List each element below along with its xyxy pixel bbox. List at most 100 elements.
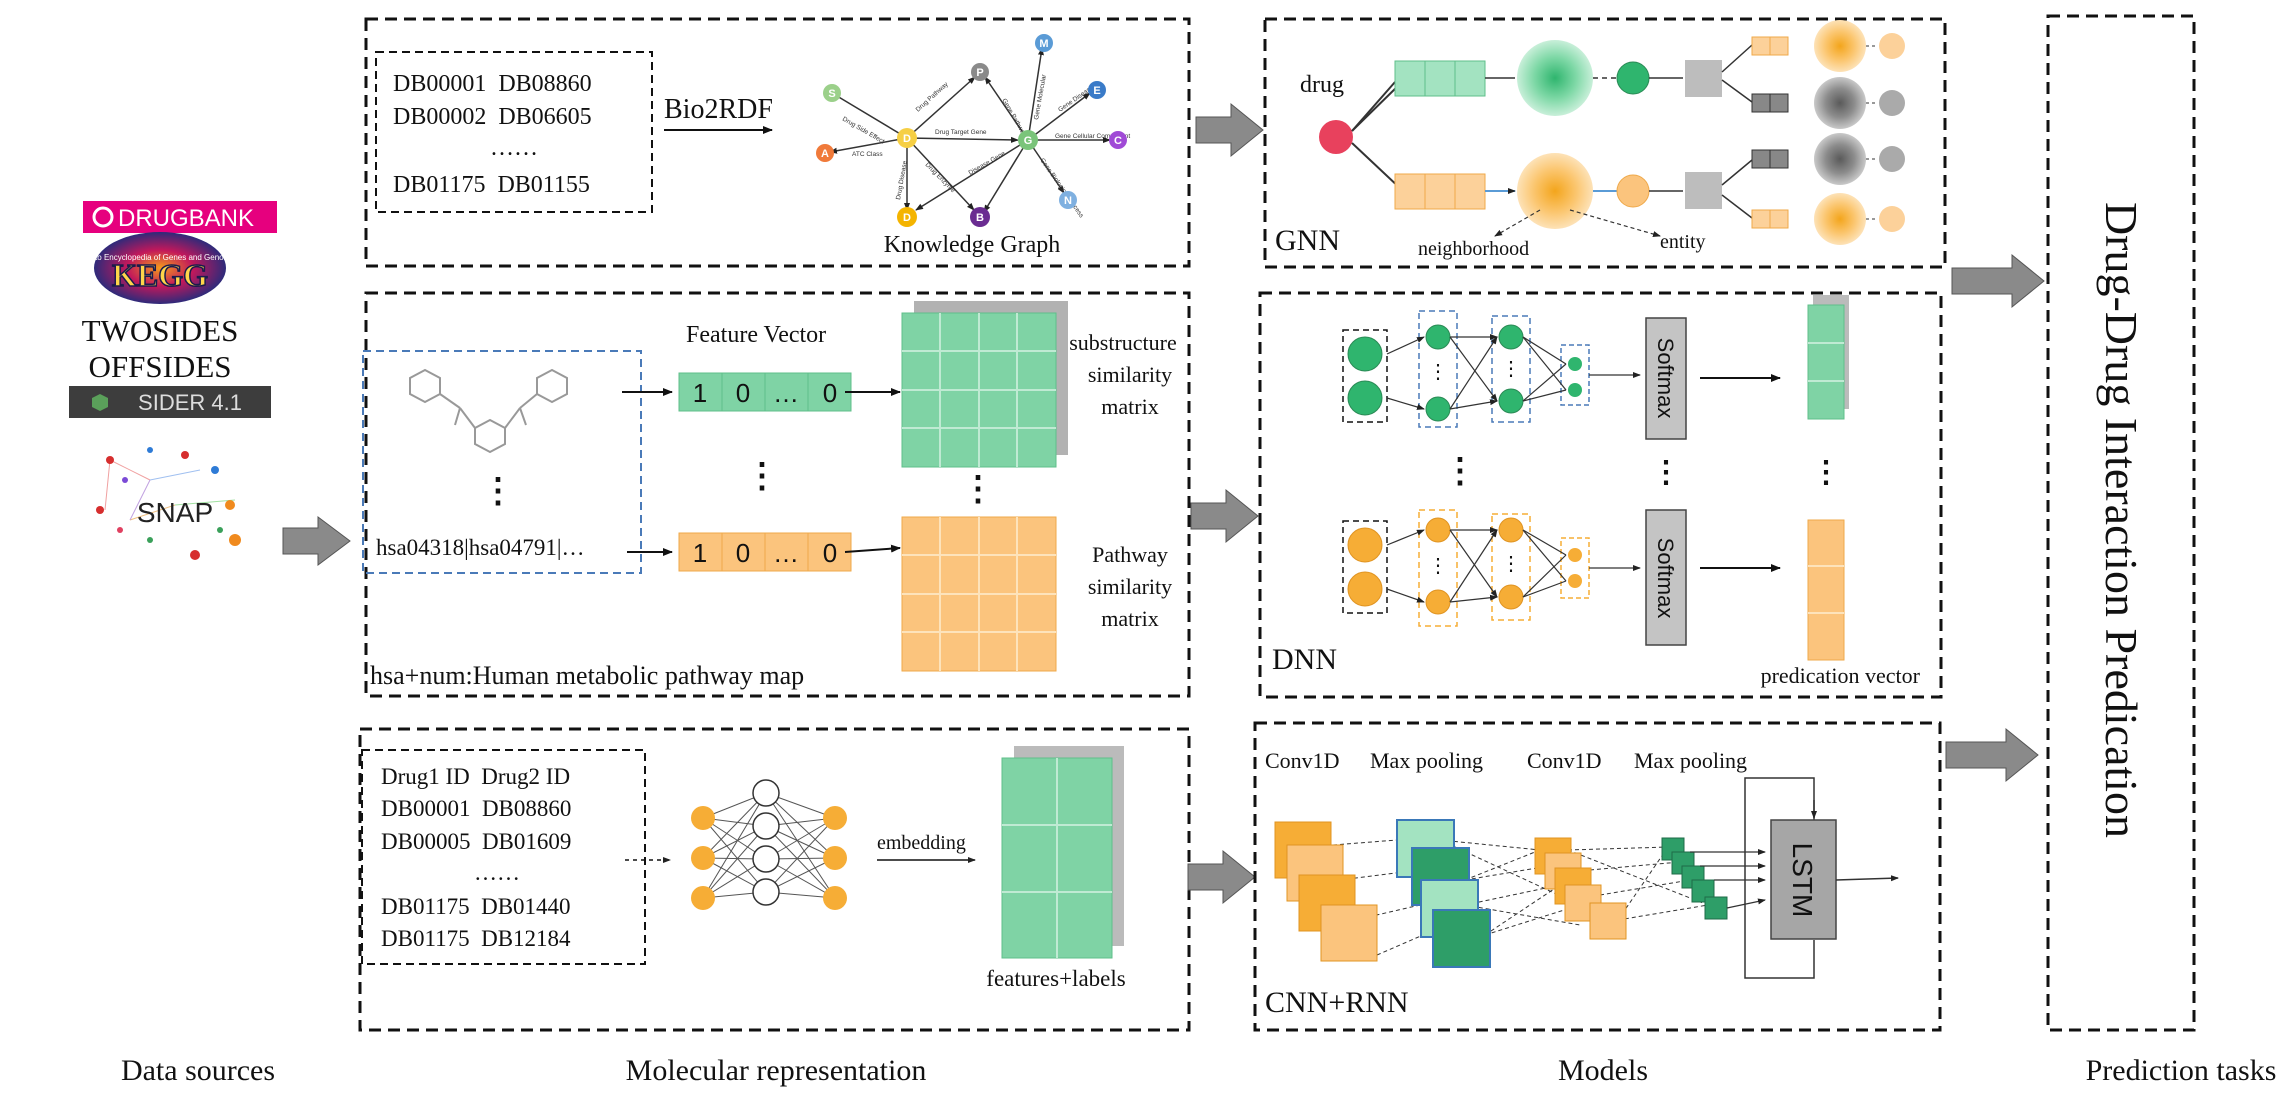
kg-node-letter: S (828, 88, 835, 100)
feature-vector-green: 1 0 … 0 (678, 372, 852, 412)
arrow-embedding-to-cnn (1187, 849, 1256, 905)
features-labels-matrix (1001, 746, 1124, 959)
substructure-label-line-3: matrix (1101, 394, 1158, 419)
feature-vector-orange: 1 0 … 0 (678, 532, 852, 572)
softmax-vdots: ⋮ (1651, 456, 1681, 489)
gnn-gray-block (1685, 172, 1722, 209)
gnn-neighborhood-label: neighborhood (1418, 238, 1529, 260)
gnn-drug-label: drug (1300, 72, 1344, 98)
gnn-drug-node (1319, 120, 1353, 154)
kg-node-atc (816, 144, 834, 162)
vector-cell: … (773, 378, 799, 408)
nn-hidden-node (752, 779, 780, 807)
bio2rdf-label: Bio2RDF (664, 94, 773, 125)
drugbank-logo-mark (92, 206, 114, 228)
kg-node-molecular (1035, 34, 1053, 52)
kegg-logo (94, 232, 226, 304)
dnn-vdots: ⋮ (1501, 358, 1521, 380)
softmax-block-2 (1645, 509, 1687, 646)
gnn-neighbor-row (1751, 193, 1905, 245)
molecule-structure-icon (409, 368, 568, 454)
caption-molecular-representation: Molecular representation (626, 1054, 927, 1087)
caption-data-sources: Data sources (121, 1054, 275, 1087)
cnn-rnn-title: CNN+RNN (1265, 986, 1409, 1019)
pathway-label-line-1: Pathway (1092, 542, 1168, 567)
kg-node-disease (897, 207, 917, 227)
dnn-green-network: ⋮ ⋮ (1342, 310, 1641, 428)
kg-node-letter: C (1114, 135, 1122, 147)
vector-cell: … (773, 538, 799, 568)
knowledge-graph: Drug Side Effect ATC Class Drug Pathway … (816, 34, 1130, 258)
vector-cell: 0 (736, 538, 750, 568)
snap-logo: SNAP (96, 447, 241, 560)
arrow-features-to-dnn (1190, 488, 1259, 544)
caption-prediction-tasks: Prediction tasks (2086, 1054, 2277, 1087)
cnn-rnn-panel-border (1253, 721, 1942, 1032)
drug-pair-header: Drug1 ID Drug2 ID (381, 764, 570, 789)
substructure-similarity-matrix (901, 301, 1068, 468)
predication-vector-label: predication vector (1761, 663, 1921, 688)
cnn-conv2-output (1661, 837, 1728, 920)
gnn-entity-label: entity (1660, 231, 1706, 253)
embedding-panel: Drug1 ID Drug2 ID DB00001 DB08860 DB0000… (358, 727, 1191, 1032)
twosides-label: TWOSIDES (82, 313, 239, 348)
knowledge-graph-panel: DB00001 DB08860 DB00002 DB06605 …… DB011… (364, 17, 1191, 268)
dnn-vdots: ⋮ (1428, 555, 1448, 577)
kg-node-enzyme (1088, 81, 1106, 99)
caption-models: Models (1558, 1054, 1648, 1087)
arrow-models-to-prediction-2 (1945, 727, 2039, 783)
arrow-kg-to-gnn (1195, 102, 1264, 158)
vector-vdots: ⋮ (745, 458, 779, 495)
kg-node-letter: A (821, 148, 829, 160)
nn-hidden-node (752, 878, 780, 906)
cnn-pool1-output (1534, 837, 1627, 940)
knowledge-graph-label: Knowledge Graph (884, 232, 1061, 258)
kg-node-side-effect (823, 84, 841, 102)
offsides-label: OFFSIDES (89, 349, 232, 384)
maxpool-label-1: Max pooling (1370, 748, 1483, 773)
lstm-label: LSTM (1787, 843, 1818, 918)
kg-node-pathway (971, 63, 989, 81)
drug-pair-ellipsis: …… (474, 860, 520, 885)
pathway-similarity-matrix (901, 516, 1057, 672)
gnn-orange-aggregation-node (1517, 153, 1593, 229)
kg-node-letter: E (1093, 85, 1100, 97)
knowledge-graph-panel-border (364, 17, 1191, 268)
kg-node-biological-process (970, 207, 990, 227)
gnn-green-entity-node (1616, 61, 1650, 95)
dnn-vdots: ⋮ (1501, 553, 1521, 575)
kg-node-drug (897, 128, 917, 148)
vector-cell: 1 (693, 378, 707, 408)
prediction-title: Drug-Drug Interaction Predication (2096, 202, 2147, 838)
gnn-orange-entity-node (1616, 174, 1650, 208)
drug-pair-list-box (361, 749, 646, 965)
pathway-id-text: hsa04318|hsa04791|… (376, 535, 585, 560)
kg-edge-label: ATC Class (852, 151, 883, 158)
prediction-vector-vdots: ⋮ (1811, 456, 1841, 489)
gnn-panel-border (1263, 17, 1947, 269)
softmax-label-1: Softmax (1653, 338, 1678, 419)
gnn-panel: drug (1263, 17, 1947, 269)
matrix-vdots: ⋮ (961, 471, 995, 508)
prediction-vector-orange (1807, 519, 1845, 661)
kg-id-list-box (375, 51, 653, 213)
vector-to-matrix-arrow-2 (844, 544, 901, 553)
feature-vector-panel: ⋮ hsa04318|hsa04791|… Feature Vector 1 0… (362, 291, 1191, 698)
gnn-edge (1351, 81, 1396, 132)
kg-node-gene (1018, 130, 1038, 150)
kg-id-row-1: DB00001 DB08860 (393, 71, 592, 97)
dnn-orange-network: ⋮ ⋮ (1342, 509, 1641, 627)
softmax-block-1 (1645, 317, 1687, 440)
kg-node-letter: M (1039, 38, 1048, 50)
kg-edge-label: Drug Side Effect (841, 116, 886, 146)
nn-input-node (691, 846, 715, 870)
vector-cell: 0 (736, 378, 750, 408)
kg-id-row-4: DB01175 DB01155 (393, 172, 590, 198)
gnn-neighbor-row (1751, 77, 1905, 129)
kg-node-cellular (1109, 131, 1127, 149)
pathway-map-footer: hsa+num:Human metabolic pathway map (370, 661, 804, 690)
nn-input-node (691, 886, 715, 910)
substructure-label-line-2: similarity (1088, 362, 1172, 387)
lstm-block: LSTM (1744, 777, 1899, 979)
nn-output-node (823, 886, 847, 910)
